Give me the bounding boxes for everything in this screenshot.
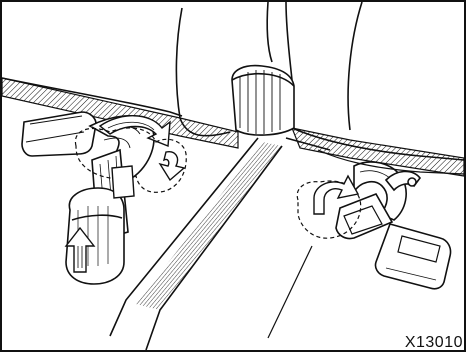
seat-side-hatch [136, 142, 282, 310]
leader-line [268, 246, 312, 338]
left-belt-assembly [22, 112, 154, 284]
seat-cushion-edges [110, 138, 330, 350]
figure-reference-code: X13010 [405, 334, 463, 352]
left-arrow-down-small [160, 152, 184, 180]
left-buckle-tongue [22, 112, 96, 156]
left-strap-sleeve [112, 166, 134, 198]
right-belt-assembly [336, 162, 451, 289]
center-armrest [232, 66, 294, 135]
